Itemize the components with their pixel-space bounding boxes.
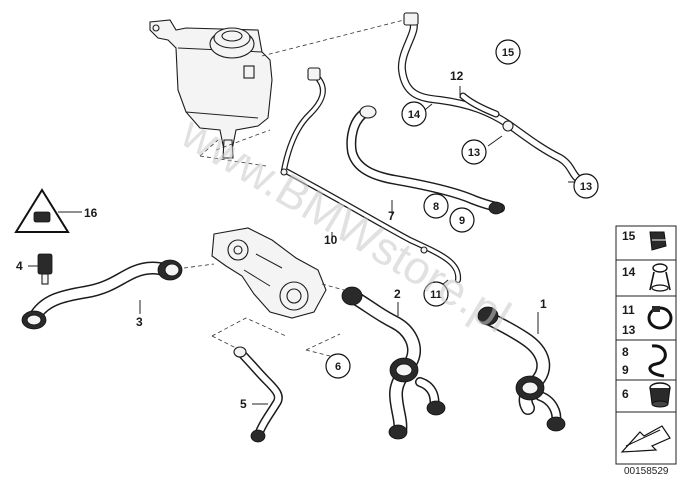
water-pump (211, 227, 327, 319)
quick-connector-icon (649, 382, 671, 408)
callout-1: 1 (540, 297, 547, 311)
callout-13b: 13 (580, 181, 592, 193)
fastener-legend: 15 14 11 13 8 9 6 (615, 225, 677, 465)
callout-numbers: 1 2 3 4 5 7 10 12 16 (16, 69, 547, 411)
legend-label-8: 8 (622, 345, 629, 359)
legend-label-15: 15 (622, 229, 636, 243)
hose-3 (21, 259, 215, 330)
callout-9: 9 (459, 215, 465, 227)
callout-5: 5 (240, 397, 247, 411)
callout-2: 2 (394, 287, 401, 301)
pump-leader-lines (211, 283, 345, 357)
hose-10 (280, 67, 462, 283)
callout-15: 15 (502, 47, 514, 59)
callout-6: 6 (335, 361, 341, 373)
sensor-part-4 (28, 253, 53, 285)
band-clamp-icon (647, 306, 673, 330)
hose-5 (233, 346, 283, 443)
callout-16: 16 (84, 206, 98, 220)
hose-2 (341, 286, 446, 440)
callout-4: 4 (16, 259, 23, 273)
callout-11: 11 (430, 289, 442, 301)
spring-clip-icon (649, 263, 671, 292)
expansion-tank (149, 19, 273, 159)
legend-label-13: 13 (622, 323, 636, 337)
callout-12: 12 (450, 69, 464, 83)
tank-leader-lines (199, 19, 405, 167)
legend-label-14: 14 (622, 265, 636, 279)
hose-clamp-icon (649, 231, 667, 251)
callout-14: 14 (408, 109, 421, 121)
legend-label-6: 6 (622, 387, 629, 401)
callout-10: 10 (324, 233, 338, 247)
hose-12 (397, 12, 584, 184)
legend-label-11: 11 (622, 303, 635, 317)
callout-7: 7 (388, 209, 395, 223)
diagram-reference-code: 00158529 (624, 466, 669, 477)
hose-7 (346, 105, 505, 215)
callout-3: 3 (136, 315, 143, 329)
orientation-arrow-icon (620, 425, 671, 453)
hose-1 (477, 306, 566, 432)
legend-label-9: 9 (622, 363, 629, 377)
circled-callouts: 6 8 9 11 13 13 14 15 (325, 39, 599, 379)
callout-8: 8 (433, 201, 439, 213)
callout-13a: 13 (468, 147, 480, 159)
clip-icon (648, 344, 667, 378)
warning-symbol-icon (14, 188, 82, 233)
